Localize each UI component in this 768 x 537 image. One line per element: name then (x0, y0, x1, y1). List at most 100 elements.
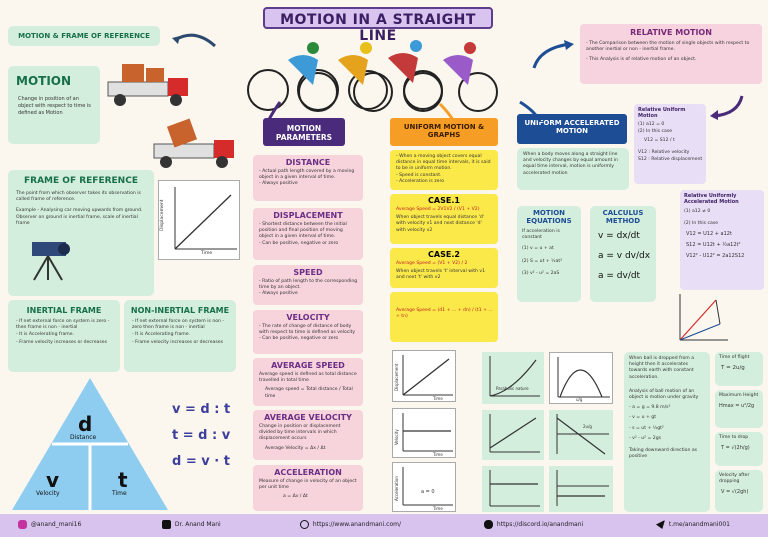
calculus-method-box: CALCULUS METHOD v = dx/dt a = v dv/dx a … (590, 206, 656, 302)
triangle-v: v (46, 468, 60, 492)
free-fall-text: When ball is dropped from a height then … (629, 356, 695, 380)
motion-frame-header-text: MOTION & FRAME OF REFERENCE (18, 32, 150, 40)
footer-website-text: https://www.anandmani.com/ (312, 521, 402, 528)
param-average-velocity-formula: Average Velocity = Δx / Δt (265, 445, 326, 451)
noninertial-line-2: - Frame velocity increases or decreases (132, 339, 223, 345)
uniform-graph2-ylabel: Velocity (394, 429, 399, 445)
relative-accel-title: Relative Uniformly Accelerated Motion (684, 193, 739, 205)
param-average-velocity-title: AVERAGE VELOCITY (264, 413, 352, 422)
uniform-graph2-xlabel: Time (433, 452, 443, 457)
footer-instagram-text: @anand_mani16 (30, 521, 82, 528)
velocity-after-drop-box: Velocity after dropping V = √(2gh) (715, 470, 763, 512)
param-velocity: VELOCITY - The rate of change of distanc… (253, 310, 363, 354)
uniform-graph3-ylabel: Acceleration (394, 476, 399, 501)
noninertial-title: NON-INERTIAL FRAME (130, 306, 230, 315)
accel-graph-velocity (482, 410, 544, 460)
accel-graph-accel (482, 466, 544, 512)
footer-bar (0, 514, 768, 537)
param-average-speed-text: Average speed is defined as total distan… (259, 372, 357, 384)
footer-youtube[interactable]: Dr. Anand Mani (162, 520, 221, 529)
case1-box: CASE.1 Average Speed = 2V1V2 / (V1 + V2)… (390, 194, 498, 244)
uniform-graph3-xlabel: Time (433, 506, 443, 511)
footer-discord-text: https://discord.io/anandmani (496, 521, 584, 528)
free-fall-box: When ball is dropped from a height then … (624, 352, 710, 512)
max-height-box: Maximum Height Hmax = u²/2g (715, 390, 763, 428)
max-height-formula: Hmax = u²/2g (719, 403, 755, 410)
inertial-line-1: - It is Accelerating frame. (16, 332, 75, 338)
inertial-title: INERTIAL FRAME (26, 306, 102, 315)
motion-eq-2: (2) S = ut + ½at² (522, 258, 563, 264)
graph-xlabel: Time (201, 251, 213, 256)
param-average-speed-formula: Average speed = Total distance / Total t… (265, 387, 353, 399)
free-fall-text-2: Analysis of ball motion of an object is … (629, 388, 699, 400)
formula-d-vt: d = v · t (172, 454, 230, 469)
triangle-d: d (78, 412, 93, 436)
displacement-time-graph: Displacement Time (158, 180, 240, 260)
free-fall-note: Taking downward direction as positive (629, 447, 698, 460)
page-title-text: MOTION IN A STRAIGHT LINE (280, 12, 476, 44)
param-acceleration: ACCELERATION Measure of change in veloci… (253, 465, 363, 511)
free-fall-eq-0: - a = g = 9.8 m/s² (629, 405, 671, 411)
noninertial-line-1: - It is Accelerating frame. (132, 332, 191, 338)
case1-text: When object travels equal distance 'd' w… (396, 215, 485, 233)
case2-title: CASE.2 (428, 250, 460, 259)
uniform-acceleration-graph: Acceleration a = 0 Time (392, 462, 456, 512)
param-speed-text: - Ratio of path length to the correspond… (259, 279, 358, 297)
truck-illustration-2 (153, 118, 234, 168)
arrow-icon (172, 33, 217, 48)
vel-ground-formula: V = √(2gh) (721, 489, 749, 496)
relative-uniform-1: (2) In this case (638, 129, 673, 135)
footer-instagram[interactable]: @anand_mani16 (18, 520, 81, 529)
footer-youtube-text: Dr. Anand Mani (174, 521, 221, 528)
time-flight-formula: T = 2u/g (721, 365, 745, 372)
noninertial-frame-box: NON-INERTIAL FRAME - If net external for… (124, 300, 236, 372)
youtube-icon (162, 520, 171, 529)
param-acceleration-formula: a = Δv / Δt (283, 494, 308, 500)
arrow-icon-2 (532, 40, 574, 69)
free-fall-eq-1: - v = u + gt (629, 415, 657, 421)
time-drop-title: Time to drop (719, 435, 749, 440)
accel-header: UNIFORM ACCELERATED MOTION (517, 114, 627, 144)
accel-graph-2ulabel: 2u/g (583, 424, 592, 429)
relative-uniform-title: Relative Uniform Motion (638, 107, 686, 119)
case3-formula: Average Speed = (d1 + ... + dn) / (t1 + … (396, 308, 493, 320)
time-to-drop-box: Time to drop T = √(2h/g) (715, 432, 763, 466)
accel-graph-height: u/g (549, 352, 613, 404)
param-displacement-text: - Shortest distance between the initial … (259, 222, 347, 246)
frame-reference-box: FRAME OF REFERENCE The point from which … (8, 170, 154, 296)
calculus-title: CALCULUS METHOD (602, 209, 644, 225)
arrow-icon-3 (710, 95, 744, 120)
param-acceleration-title: ACCELERATION (274, 468, 342, 477)
accel-graph-accel-2 (549, 466, 613, 512)
relative-accel-2: V12 = U12 + a12t (686, 231, 732, 238)
uniform-intro-box: - When a moving object covers equal dist… (390, 150, 498, 190)
case3-box: Average Speed = (d1 + ... + dn) / (t1 + … (390, 292, 498, 342)
footer-telegram[interactable]: t.me/anandmani001 (656, 520, 730, 529)
param-average-speed-title: AVERAGE SPEED (271, 361, 345, 370)
time-flight-title: Time of flight (719, 355, 750, 360)
footer-website[interactable]: https://www.anandmani.com/ (300, 520, 401, 529)
accel-intro: When a body moves along a straight line … (523, 152, 618, 176)
triangle-t: t (118, 468, 128, 492)
free-fall-eq-2: - s = ut + ½gt² (629, 425, 664, 431)
param-average-speed: AVERAGE SPEED Average speed is defined a… (253, 358, 363, 406)
uniform-header: UNIFORM MOTION & GRAPHS (390, 118, 498, 146)
motion-text: Change in position of an object with res… (18, 96, 91, 116)
param-speed-title: SPEED (293, 268, 323, 277)
relative-motion-box: RELATIVE MOTION - The Comparison between… (580, 24, 762, 84)
cyclists-illustration (247, 40, 498, 112)
formula-t-dv: t = d : v (172, 428, 231, 443)
param-displacement-title: DISPLACEMENT (273, 211, 343, 220)
footer-discord[interactable]: https://discord.io/anandmani (484, 520, 583, 529)
frame-text: The point from which observer takes its … (16, 191, 141, 203)
param-average-velocity-text: Change in position or displacement divid… (259, 424, 341, 442)
relative-uniform-4: S12 : Relative displacement (638, 156, 703, 162)
triangle-velocity-label: Velocity (36, 490, 60, 497)
relative-accel-3: S12 = U12t + ½a12t² (686, 242, 741, 249)
relative-line-1: - The Comparison between the motion of s… (586, 41, 750, 53)
noninertial-line-0: - If net external force on system is non… (132, 319, 225, 331)
param-average-velocity: AVERAGE VELOCITY Change in position or d… (253, 410, 363, 460)
motion-eq-3: (3) v² - u² = 2aS (522, 270, 560, 276)
motion-eq-1: (1) v = u + at (522, 246, 554, 252)
relative-accel-box: Relative Uniformly Accelerated Motion (1… (680, 190, 764, 290)
